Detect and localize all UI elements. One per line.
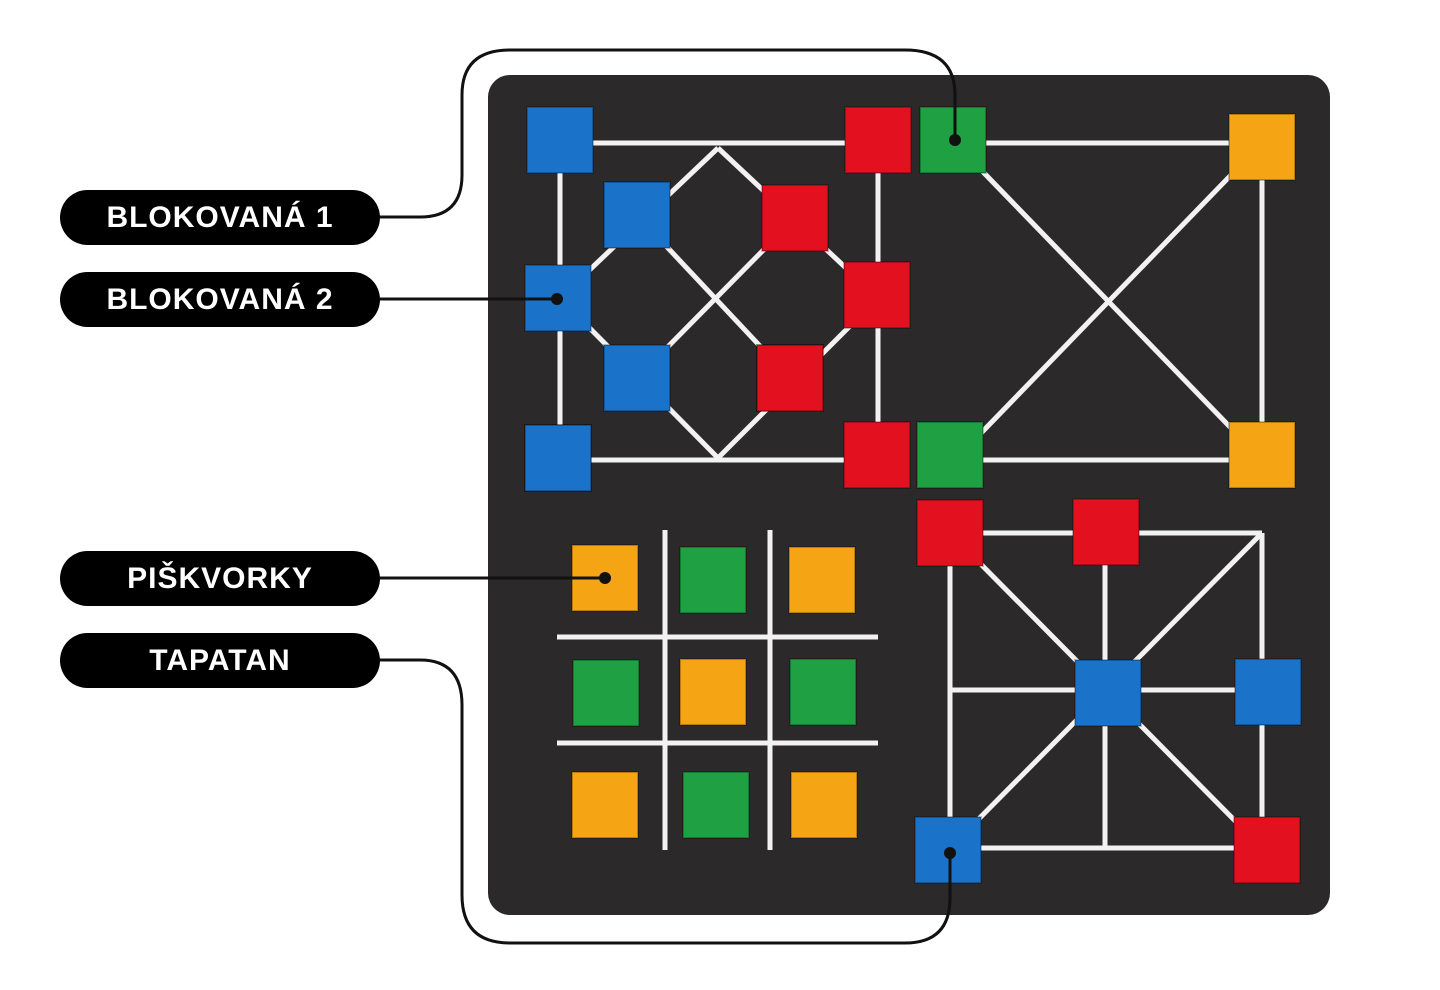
- piece-blue: [526, 106, 594, 174]
- piece-red: [844, 106, 912, 174]
- piece-blue: [524, 424, 592, 492]
- piece-blue: [603, 181, 671, 249]
- piece-orange: [571, 771, 639, 839]
- piece-green: [916, 421, 984, 489]
- piece-orange: [788, 546, 856, 614]
- piece-red: [916, 499, 984, 567]
- piece-red: [843, 261, 911, 329]
- piece-green: [679, 546, 747, 614]
- piece-red: [756, 344, 824, 412]
- piece-green: [789, 658, 857, 726]
- piece-green: [682, 771, 750, 839]
- connector-dot: [599, 572, 611, 584]
- piece-red: [1233, 816, 1301, 884]
- label-connectors: [380, 48, 961, 945]
- piece-orange: [790, 771, 858, 839]
- connector-dot: [944, 847, 956, 859]
- piece-red: [761, 184, 829, 252]
- connector-dot: [949, 134, 961, 146]
- piece-orange: [1228, 113, 1296, 181]
- piece-red: [843, 421, 911, 489]
- piece-blue: [603, 344, 671, 412]
- piece-blue: [1074, 659, 1142, 727]
- piece-blue: [1234, 658, 1302, 726]
- piece-orange: [679, 658, 747, 726]
- piece-orange: [1228, 421, 1296, 489]
- label-piskvorky: PIŠKVORKY: [60, 551, 380, 606]
- board-line: [953, 141, 1264, 462]
- connector-line: [380, 658, 952, 945]
- label-blokovana-2: BLOKOVANÁ 2: [60, 272, 380, 327]
- connector-dot: [551, 293, 563, 305]
- connector-line: [380, 48, 957, 219]
- label-blokovana-1: BLOKOVANÁ 1: [60, 190, 380, 245]
- piece-green: [572, 659, 640, 727]
- label-tapatan: TAPATAN: [60, 633, 380, 688]
- piece-red: [1072, 498, 1140, 566]
